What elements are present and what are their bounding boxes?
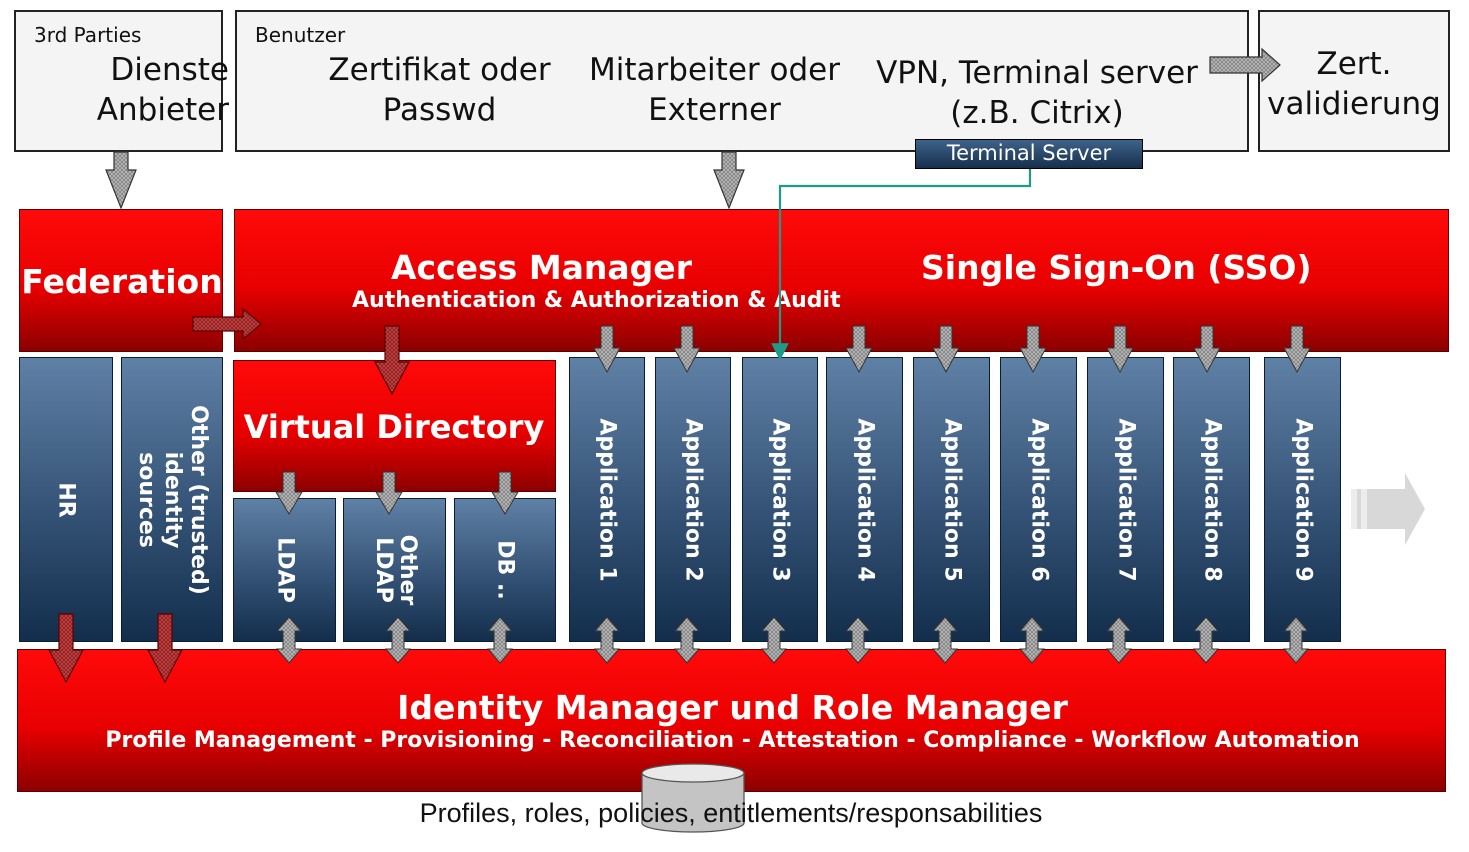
users-label: Benutzer xyxy=(255,23,346,47)
credential-text: Zertifikat oder Passwd xyxy=(328,52,551,128)
right-arrow-icon xyxy=(1209,47,1281,83)
database-icon xyxy=(641,763,745,833)
third-parties-title: Dienste Anbieter xyxy=(96,52,229,128)
vpn-text: VPN, Terminal server (z.B. Citrix) xyxy=(876,55,1198,131)
right-arrow-icon xyxy=(192,307,262,341)
terminal-server-connector xyxy=(771,169,1032,361)
access-manager-subtitle: Authentication & Authorization & Audit xyxy=(352,288,841,313)
database-caption: Profiles, roles, policies, entitlements/… xyxy=(419,798,1043,828)
sso-title: Single Sign-On (SSO) xyxy=(921,248,1312,287)
application-1: Application 1 xyxy=(569,357,645,642)
ldap-store: LDAP xyxy=(233,498,336,642)
application-5: Application 5 xyxy=(913,357,990,642)
application-6: Application 6 xyxy=(1000,357,1077,642)
down-arrow-icon xyxy=(105,151,137,210)
down-arrow-icon xyxy=(374,325,410,396)
third-parties-box: 3rd Parties Dienste Anbieter xyxy=(14,10,229,152)
application-7: Application 7 xyxy=(1087,357,1164,642)
users-box: Benutzer Zertifikat oder Passwd Mitarbei… xyxy=(235,10,1249,152)
terminal-server-badge: Terminal Server xyxy=(915,139,1143,169)
db-store: DB .. xyxy=(454,498,556,642)
virtual-directory-title: Virtual Directory xyxy=(243,408,545,446)
access-manager-title: Access Manager xyxy=(391,248,692,287)
cert-validation-title: Zert. validierung xyxy=(1267,46,1441,122)
down-arrow-icon xyxy=(275,471,519,515)
down-arrow-icon xyxy=(713,151,745,210)
down-arrow-icon xyxy=(593,325,1311,374)
federation-box: Federation xyxy=(19,209,223,352)
application-4: Application 4 xyxy=(826,357,903,642)
down-arrow-icon xyxy=(48,613,183,684)
application-9: Application 9 xyxy=(1264,357,1341,642)
cert-validation-box: Zert. validierung xyxy=(1258,10,1450,152)
other-sources-column: Other (trusted) identity sources xyxy=(121,357,223,642)
more-applications-arrow-icon xyxy=(1351,473,1425,545)
bidirectional-arrow-icon xyxy=(275,616,1310,664)
application-8: Application 8 xyxy=(1173,357,1250,642)
identity-manager-title: Identity Manager und Role Manager xyxy=(397,688,1068,727)
federation-label: Federation xyxy=(21,262,223,301)
access-manager-box: Access Manager Authentication & Authoriz… xyxy=(234,209,1449,352)
application-2: Application 2 xyxy=(655,357,731,642)
identity-manager-subtitle: Profile Management - Provisioning - Reco… xyxy=(105,728,1360,753)
third-parties-label: 3rd Parties xyxy=(34,23,142,47)
person-text: Mitarbeiter oder Externer xyxy=(589,52,840,128)
application-3: Application 3 xyxy=(742,357,818,642)
hr-column: HR xyxy=(19,357,113,642)
